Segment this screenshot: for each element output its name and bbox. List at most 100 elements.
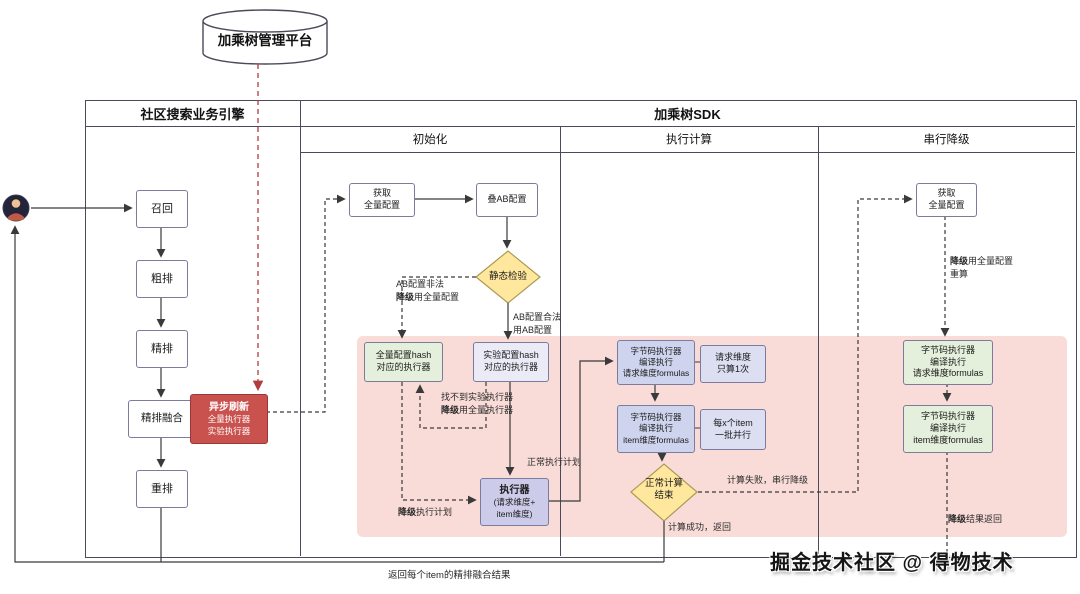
- init-fetch-line2: 全量配置: [363, 200, 400, 210]
- watermark: 掘金技术社区 @ 得物技术: [770, 552, 1014, 574]
- serial-bc-req-line2: 编译执行: [929, 356, 966, 367]
- divider-exec-serial: [818, 126, 819, 556]
- no-exp-bold: 降级: [441, 405, 460, 416]
- recalc-bold: 降级: [950, 256, 969, 266]
- batch-line1: 每x个item: [713, 417, 753, 428]
- ab-invalid-rest: 用全量配置: [414, 292, 460, 303]
- calc-done-line2: 结束: [654, 489, 674, 501]
- node-rough-rank: 粗排: [136, 260, 188, 298]
- edge-label-line: 用AB配置: [513, 324, 561, 337]
- full-hash-line1: 全量配置hash: [375, 350, 432, 361]
- edge-label-line: 降级用全量配置: [396, 291, 459, 304]
- edge-label-line: 重算: [950, 268, 1013, 281]
- edge-label-line: AB配置合法: [513, 311, 561, 324]
- stack-ab-label: 叠AB配置: [487, 194, 527, 205]
- degrade-return-bold: 降级: [948, 514, 967, 524]
- calc-fail-text: 计算失败，串行降级: [727, 475, 809, 485]
- edge-label-no-exp-executor: 找不到实验执行器 降级用全量执行器: [441, 391, 513, 417]
- node-fine-rank: 精排: [136, 330, 188, 368]
- divider-init-exec: [560, 126, 561, 556]
- serial-bc-req-line1: 字节码执行器: [920, 344, 975, 355]
- edge-label-line: 降级用全量配置: [950, 255, 1013, 268]
- node-rough-rank-label: 粗排: [151, 272, 173, 285]
- node-full-hash-executor: 全量配置hash 对应的执行器: [364, 342, 443, 382]
- normal-plan-text: 正常执行计划: [527, 457, 582, 467]
- node-batch-parallel: 每x个item 一批并行: [700, 409, 766, 450]
- serial-bc-req-line3: 请求维度formulas: [912, 368, 984, 379]
- node-init-fetch-config: 获取 全量配置: [349, 183, 415, 217]
- bottom-return-text: 返回每个item的精排融合结果: [388, 570, 511, 581]
- serial-bc-item-line2: 编译执行: [929, 423, 966, 434]
- edge-label-line: 降级用全量执行器: [441, 404, 513, 417]
- node-async-refresh: 异步刷新 全量执行器 实验执行器: [190, 394, 268, 444]
- serial-bc-item-line1: 字节码执行器: [920, 411, 975, 422]
- user-avatar-icon: [2, 194, 30, 222]
- executor-title: 执行器: [499, 485, 530, 497]
- column-header-underline: [300, 152, 1075, 153]
- node-executor: 执行器 (请求维度+ item维度): [480, 478, 549, 526]
- node-bytecode-item: 字节码执行器 编译执行 item维度formulas: [617, 405, 695, 453]
- bc-item-line1: 字节码执行器: [630, 412, 682, 423]
- node-fine-rank-label: 精排: [151, 342, 173, 355]
- degrade-plan-rest: 执行计划: [416, 507, 453, 517]
- ab-valid-line2: 用AB配置: [513, 325, 553, 336]
- sdk-title: 加乘树SDK: [654, 106, 721, 122]
- batch-line2: 一批并行: [714, 429, 751, 440]
- edge-label-line: AB配置非法: [396, 278, 459, 291]
- recalc-rest: 用全量配置: [968, 256, 1014, 266]
- edge-label-recalc: 降级用全量配置 重算: [950, 255, 1013, 281]
- column-header-serial: 串行降级: [923, 134, 970, 146]
- node-serial-bytecode-item: 字节码执行器 编译执行 item维度formulas: [903, 405, 993, 453]
- swimlane-frame: [85, 100, 1077, 558]
- platform-label: 加乘树管理平台: [217, 33, 313, 48]
- no-exp-line1: 找不到实验执行器: [441, 392, 514, 402]
- ab-invalid-line1: AB配置非法: [396, 279, 445, 289]
- exp-hash-line1: 实验配置hash: [483, 350, 539, 361]
- edge-label-degrade-return: 降级结果返回: [948, 513, 1002, 526]
- serial-fetch-line2: 全量配置: [928, 200, 965, 210]
- no-exp-rest: 用全量执行器: [459, 405, 514, 416]
- divider-engine-sdk: [300, 100, 301, 556]
- degrade-return-rest: 结果返回: [966, 514, 1003, 524]
- degrade-plan-bold: 降级: [398, 507, 417, 517]
- async-refresh-line2: 实验执行器: [207, 425, 251, 436]
- calc-done-line1: 正常计算: [644, 478, 683, 489]
- bc-req-line1: 字节码执行器: [630, 345, 682, 356]
- header-underline: [85, 126, 1075, 127]
- edge-label-normal-plan: 正常执行计划: [527, 456, 581, 469]
- calc-done-label: 正常计算 结束: [634, 478, 694, 502]
- edge-label-calc-fail: 计算失败，串行降级: [727, 474, 808, 487]
- node-rerank-label: 重排: [151, 482, 173, 495]
- calc-ok-text: 计算成功，返回: [668, 522, 732, 532]
- node-fusion-label: 精排融合: [141, 412, 183, 425]
- edge-label-ab-valid: AB配置合法 用AB配置: [513, 311, 561, 337]
- node-bytecode-req: 字节码执行器 编译执行 请求维度formulas: [617, 340, 695, 385]
- bc-item-line3: item维度formulas: [623, 434, 689, 445]
- async-refresh-title: 异步刷新: [209, 402, 249, 414]
- ab-invalid-bold: 降级: [396, 292, 415, 303]
- ab-valid-line1: AB配置合法: [513, 312, 562, 322]
- init-fetch-line1: 获取: [372, 188, 391, 199]
- node-recall-label: 召回: [151, 202, 173, 215]
- node-stack-ab-config: 叠AB配置: [476, 183, 538, 217]
- column-header-exec: 执行计算: [666, 134, 712, 146]
- node-serial-fetch-config: 获取 全量配置: [916, 183, 977, 217]
- node-exp-hash-executor: 实验配置hash 对应的执行器: [473, 342, 549, 382]
- edge-label-degrade-plan: 降级执行计划: [398, 506, 452, 519]
- edge-label-bottom-return: 返回每个item的精排融合结果: [388, 569, 510, 583]
- req-once-line2: 只算1次: [716, 364, 749, 374]
- node-serial-bytecode-req: 字节码执行器 编译执行 请求维度formulas: [903, 340, 993, 385]
- edge-label-line: 找不到实验执行器: [441, 391, 513, 404]
- engine-title: 社区搜索业务引擎: [140, 106, 245, 122]
- node-rerank: 重排: [136, 470, 188, 508]
- bc-req-line2: 编译执行: [638, 356, 673, 367]
- node-req-once: 请求维度 只算1次: [700, 345, 766, 383]
- edge-label-ab-invalid: AB配置非法 降级用全量配置: [396, 278, 459, 304]
- static-check-label: 静态检验: [488, 271, 527, 282]
- node-fusion: 精排融合: [128, 400, 196, 438]
- node-recall: 召回: [136, 190, 188, 228]
- async-refresh-line1: 全量执行器: [207, 414, 251, 425]
- executor-line1: (请求维度+: [493, 497, 536, 508]
- serial-bc-item-line3: item维度formulas: [913, 434, 983, 445]
